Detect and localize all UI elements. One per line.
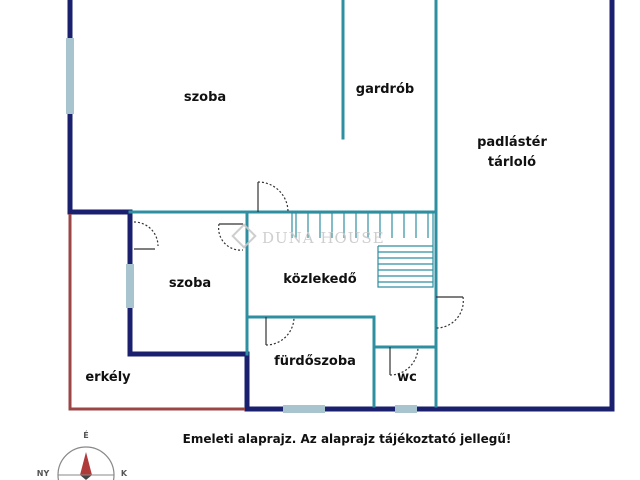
window-small-room <box>126 264 134 308</box>
doors <box>133 181 464 376</box>
room-label-szoba-large: szoba <box>184 90 226 105</box>
plan-caption: Emeleti alaprajz. Az alaprajz tájékoztat… <box>183 432 512 446</box>
watermark: DUNA HOUSE <box>231 223 385 249</box>
compass-east-label: K <box>121 469 128 478</box>
room-label-erkely: erkély <box>85 370 131 385</box>
inner-walls <box>128 0 438 408</box>
staircase <box>291 212 434 288</box>
room-label-szoba-small: szoba <box>169 276 211 291</box>
compass-north-label: É <box>83 429 88 440</box>
room-label-gardrob: gardrób <box>356 82 414 97</box>
window-left <box>66 38 74 114</box>
compass-icon: É NY K <box>37 429 128 480</box>
door-szoba-small <box>133 221 159 250</box>
door-padlaster <box>435 296 464 329</box>
room-label-padlaster: padlástér <box>477 135 547 150</box>
door-szoba-large <box>257 181 289 213</box>
door-kozlekedo <box>218 223 244 251</box>
room-label-furdoszoba: fürdőszoba <box>274 354 356 369</box>
room-label-tarlolo: tárloló <box>488 155 536 170</box>
room-label-wc: wc <box>397 370 417 385</box>
watermark-logo <box>231 223 257 249</box>
balcony-walls <box>68 214 245 411</box>
window-bath <box>283 405 325 413</box>
windows <box>66 38 417 413</box>
door-wc <box>389 346 419 376</box>
door-furdoszoba <box>265 316 295 346</box>
outer-walls <box>67 0 615 412</box>
watermark-text: DUNA HOUSE <box>262 229 385 247</box>
compass-northwest-label: NY <box>37 469 50 478</box>
room-label-kozlekedo: közlekedő <box>283 272 356 287</box>
window-wc <box>395 405 417 413</box>
